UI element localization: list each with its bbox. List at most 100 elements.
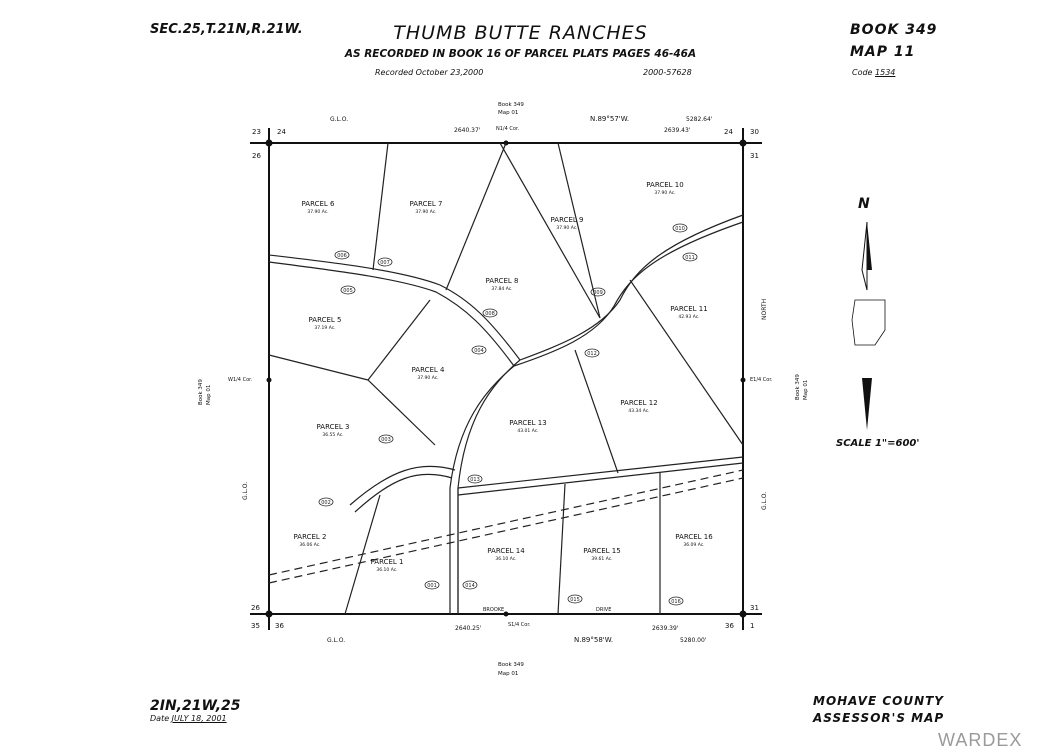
bottom-map: Map 01 [498, 671, 518, 677]
parcel-id: 012 [587, 351, 597, 357]
parcel-id: 001 [427, 583, 437, 589]
parcel-id: 003 [381, 437, 391, 443]
road-east-b [513, 221, 744, 367]
line-7-8 [445, 142, 507, 291]
north-arrow-mid [851, 299, 886, 346]
road-west-a [268, 254, 521, 361]
parcel-label: PARCEL 5 [309, 316, 342, 324]
parcel-acres: 43.01 Ac. [517, 428, 538, 434]
parcel-label: PARCEL 13 [509, 419, 546, 427]
bottom-bearing: N.89°58'W. [574, 636, 613, 644]
corner-nw-a: 23 [252, 128, 261, 136]
parcel-id: 008 [485, 311, 495, 317]
nw-corner-marker [265, 139, 273, 147]
parcel-label: PARCEL 11 [670, 305, 707, 313]
line-13-south [457, 456, 744, 489]
boundary-annotations: G.L.O. 2640.37' N1/4 Cor. N.89°57'W. 528… [198, 102, 809, 677]
parcel-label: PARCEL 6 [302, 200, 336, 208]
side-map-right: Map 01 [803, 380, 809, 400]
code-field: Code 1534 [852, 68, 895, 77]
corner-ne-b: 30 [750, 128, 759, 136]
parcel-acres: 39.61 Ac. [591, 556, 612, 562]
parcel-acres: 37.90 Ac. [415, 209, 436, 215]
corner-ne-c: 31 [750, 152, 759, 160]
parcel-acres: 37.90 Ac. [417, 375, 438, 381]
line-6-7 [372, 142, 389, 271]
road-brooke: BROOKE [483, 607, 504, 613]
north-arrow-half [861, 221, 868, 291]
corner-se-b: 1 [750, 622, 754, 630]
line-8-9 [499, 142, 601, 319]
side-book-right: Book 349 [795, 374, 801, 400]
s-quarter-marker [503, 611, 509, 617]
parcel-id: 004 [474, 348, 484, 354]
line-4-5 [367, 299, 431, 381]
parcel-acres: 37.19 Ac. [314, 325, 335, 331]
corner-sw-a: 26 [251, 604, 260, 612]
top-right-distance: 2639.43' [664, 127, 691, 134]
parcel-id: 007 [380, 260, 390, 266]
top-total-distance: 5282.64' [686, 116, 713, 123]
parcel-id: 005 [343, 288, 353, 294]
corner-sw-c: 36 [275, 622, 284, 630]
line-3-4 [367, 379, 436, 446]
parcel-acres: 37.90 Ac. [307, 209, 328, 215]
parcel-label: PARCEL 10 [646, 181, 683, 189]
sw-corner-marker [265, 610, 273, 618]
parcel-label: PARCEL 16 [675, 533, 713, 541]
parcel-acres: 36.10 Ac. [376, 567, 397, 573]
parcel-acres: 36.55 Ac. [322, 432, 343, 438]
parcel-id: 013 [470, 477, 480, 483]
road-spur-b [354, 473, 453, 513]
parcel-label: PARCEL 8 [486, 277, 519, 285]
road-drive: DRIVE [596, 607, 611, 613]
book-number: BOOK 349 [850, 22, 938, 38]
corner-sw-b: 35 [251, 622, 260, 630]
assessor-label: ASSESSOR'S MAP [813, 711, 945, 725]
bottom-total-distance: 5280.00' [680, 637, 707, 644]
glo-left: G.L.O. [242, 482, 249, 500]
parcel-id: 016 [671, 599, 681, 605]
parcel-label: PARCEL 1 [371, 558, 404, 566]
ne-corner-marker [739, 139, 747, 147]
side-book-left: Book 349 [198, 379, 204, 405]
glo-bottom: G.L.O. [327, 637, 345, 644]
corner-se-a: 36 [725, 622, 734, 630]
s-quarter-label: S1/4 Cor. [508, 622, 531, 628]
roads [268, 214, 744, 614]
parcel-id: 015 [570, 597, 580, 603]
north-arrow-icon: N [851, 196, 886, 430]
date-field: Date JULY 18, 2001 [150, 714, 227, 723]
line-13-south-b [457, 462, 744, 496]
south-arrow-tail [862, 378, 872, 430]
road-spur-a [349, 465, 456, 506]
parcel-label: PARCEL 9 [551, 216, 584, 224]
map-title: THUMB BUTTE RANCHES [393, 22, 648, 44]
easement-line-a [268, 469, 744, 576]
parcel-label: PARCEL 4 [412, 366, 446, 374]
line-3-5 [268, 354, 369, 381]
north-side-label: NORTH [761, 299, 768, 320]
recorded-date: Recorded October 23,2000 [375, 68, 484, 77]
road-south-b [449, 365, 515, 489]
record-number: 2000-57628 [643, 68, 692, 77]
date-value: JULY 18, 2001 [171, 714, 227, 723]
corner-nw-b: 24 [277, 128, 286, 136]
top-map: Map 01 [498, 110, 518, 116]
parcel-acres: 37.90 Ac. [654, 190, 675, 196]
parcel-label: PARCEL 3 [317, 423, 350, 431]
parcel-acres: 36.09 Ac. [683, 542, 704, 548]
parcel-acres: 43.34 Ac. [628, 408, 649, 414]
parcel-acres: 37.84 Ac. [491, 286, 512, 292]
township-label: 2IN,21W,25 [150, 698, 241, 714]
parcel-acres: 37.90 Ac. [556, 225, 577, 231]
corner-numbers: 23 24 26 24 30 31 26 35 36 36 1 31 [251, 128, 759, 630]
parcel-label: PARCEL 14 [487, 547, 525, 555]
parcel-acres: 42.93 Ac. [678, 314, 699, 320]
top-left-distance: 2640.37' [454, 127, 481, 134]
code-label: Code [852, 68, 873, 77]
top-book: Book 349 [498, 102, 524, 108]
w-quarter-marker [266, 377, 272, 383]
easement-line-b [268, 477, 744, 584]
